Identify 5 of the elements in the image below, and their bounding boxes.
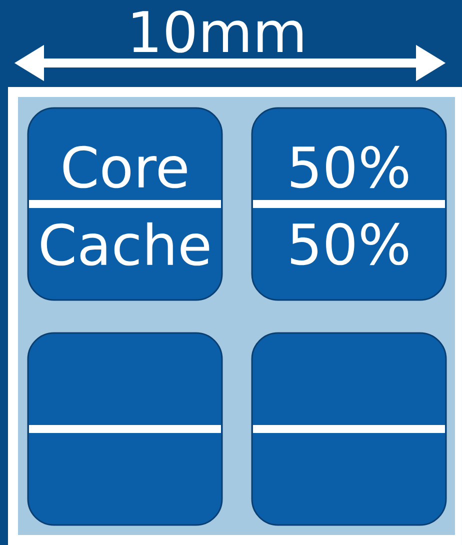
empty-split-tile <box>27 332 223 526</box>
split-tile: Core Cache <box>27 107 223 301</box>
empty-split-tile <box>251 332 447 526</box>
split-tile: 50% 50% <box>251 107 447 301</box>
dimension-label: 10mm <box>132 10 302 53</box>
